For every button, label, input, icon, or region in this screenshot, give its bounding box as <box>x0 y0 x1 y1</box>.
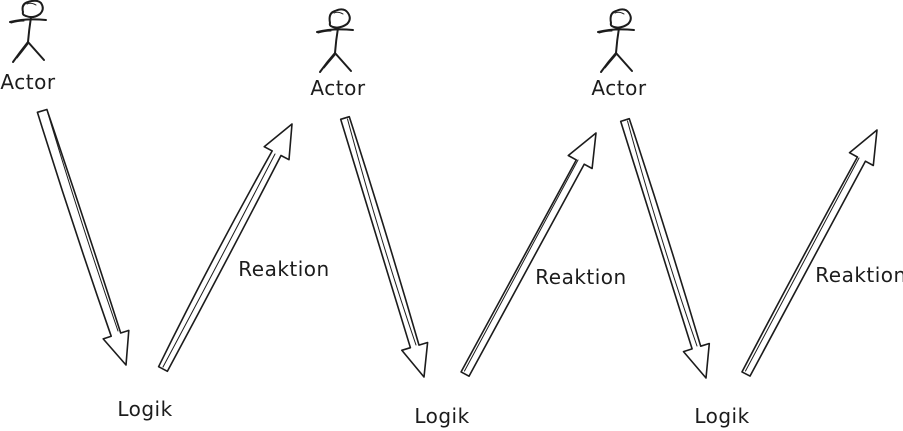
stick-figure-leg-right <box>27 41 45 61</box>
reaktion-label: Reaktion <box>535 265 626 289</box>
actor-3: Actor <box>591 8 646 100</box>
stick-figure-body <box>615 27 620 54</box>
interaction-1: Logik Reaktion <box>36 108 329 421</box>
logik-arrow-overstroke <box>47 111 119 332</box>
actor-label: Actor <box>591 76 646 100</box>
stick-figure-body <box>334 27 339 54</box>
logik-down-arrow-icon <box>36 108 130 366</box>
stick-figure-arm-overstroke <box>317 30 332 34</box>
actor-label: Actor <box>0 70 55 94</box>
stick-figure-arms <box>316 28 354 33</box>
reaktion-arrow-overstroke <box>162 153 276 368</box>
reaktion-label: Reaktion <box>815 263 903 287</box>
stick-figure-leg-right <box>615 52 633 72</box>
stick-figure-head-scribble <box>333 11 344 15</box>
stick-figure-leg-left <box>600 52 617 73</box>
stick-figure-leg-overstroke <box>604 54 617 69</box>
stick-figure-body <box>27 16 32 43</box>
stick-figure-leg-left <box>12 41 29 63</box>
reaktion-up-arrow-icon <box>157 123 293 373</box>
reaktion-arrow-overstroke <box>745 157 860 372</box>
stick-figure-arms <box>597 28 635 33</box>
stick-figure-head-icon <box>328 8 351 29</box>
actor-2: Actor <box>310 8 365 100</box>
reaktion-arrow-overstroke <box>464 159 579 372</box>
logik-label: Logik <box>117 397 172 421</box>
logik-label: Logik <box>694 404 749 428</box>
stick-figure-arms <box>9 18 47 23</box>
stick-figure-head-icon <box>609 8 632 29</box>
reaktion-label: Reaktion <box>238 257 329 281</box>
stick-figure-head-icon <box>21 0 44 19</box>
logik-label: Logik <box>414 404 469 428</box>
stick-figure-arm-overstroke <box>10 20 25 24</box>
logik-arrow-overstroke <box>347 118 417 346</box>
stick-figure-leg-overstroke <box>16 43 29 59</box>
actor-1: Actor <box>0 0 55 94</box>
stick-figure-head-scribble <box>614 11 625 15</box>
logik-arrow-overstroke <box>627 120 698 347</box>
stick-figure-leg-overstroke <box>323 54 336 69</box>
stick-figure-arm-overstroke <box>598 30 613 34</box>
actor-label: Actor <box>310 76 365 100</box>
interaction-2: Logik Reaktion <box>339 115 626 428</box>
stick-figure-leg-left <box>319 52 336 73</box>
stick-figure-leg-right <box>334 52 352 72</box>
interaction-3: Logik Reaktion <box>619 117 903 428</box>
stick-figure-head-scribble <box>26 2 37 6</box>
